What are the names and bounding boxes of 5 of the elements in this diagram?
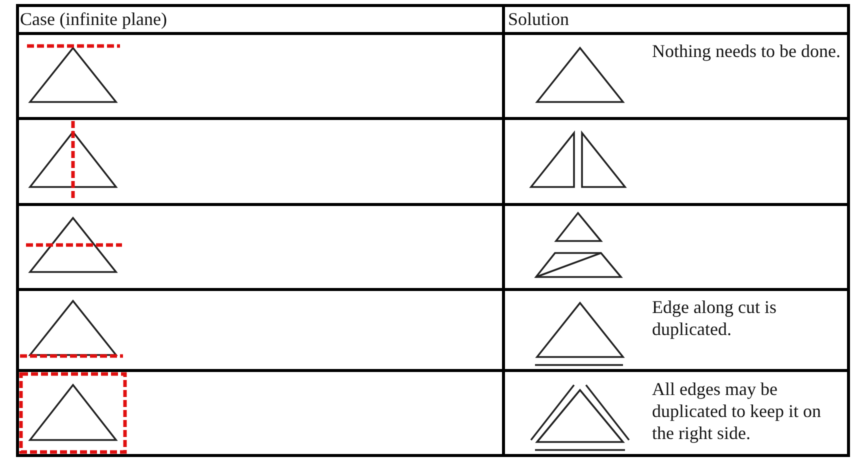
column-header: Solution xyxy=(508,8,570,30)
column-header: Case (infinite plane) xyxy=(20,8,168,30)
cell-text: All edges may be duplicated to keep it on the right side. xyxy=(652,378,822,444)
cell-text: Edge along cut is duplicated. xyxy=(652,296,778,340)
cell-text: Nothing needs to be done. xyxy=(652,40,842,62)
